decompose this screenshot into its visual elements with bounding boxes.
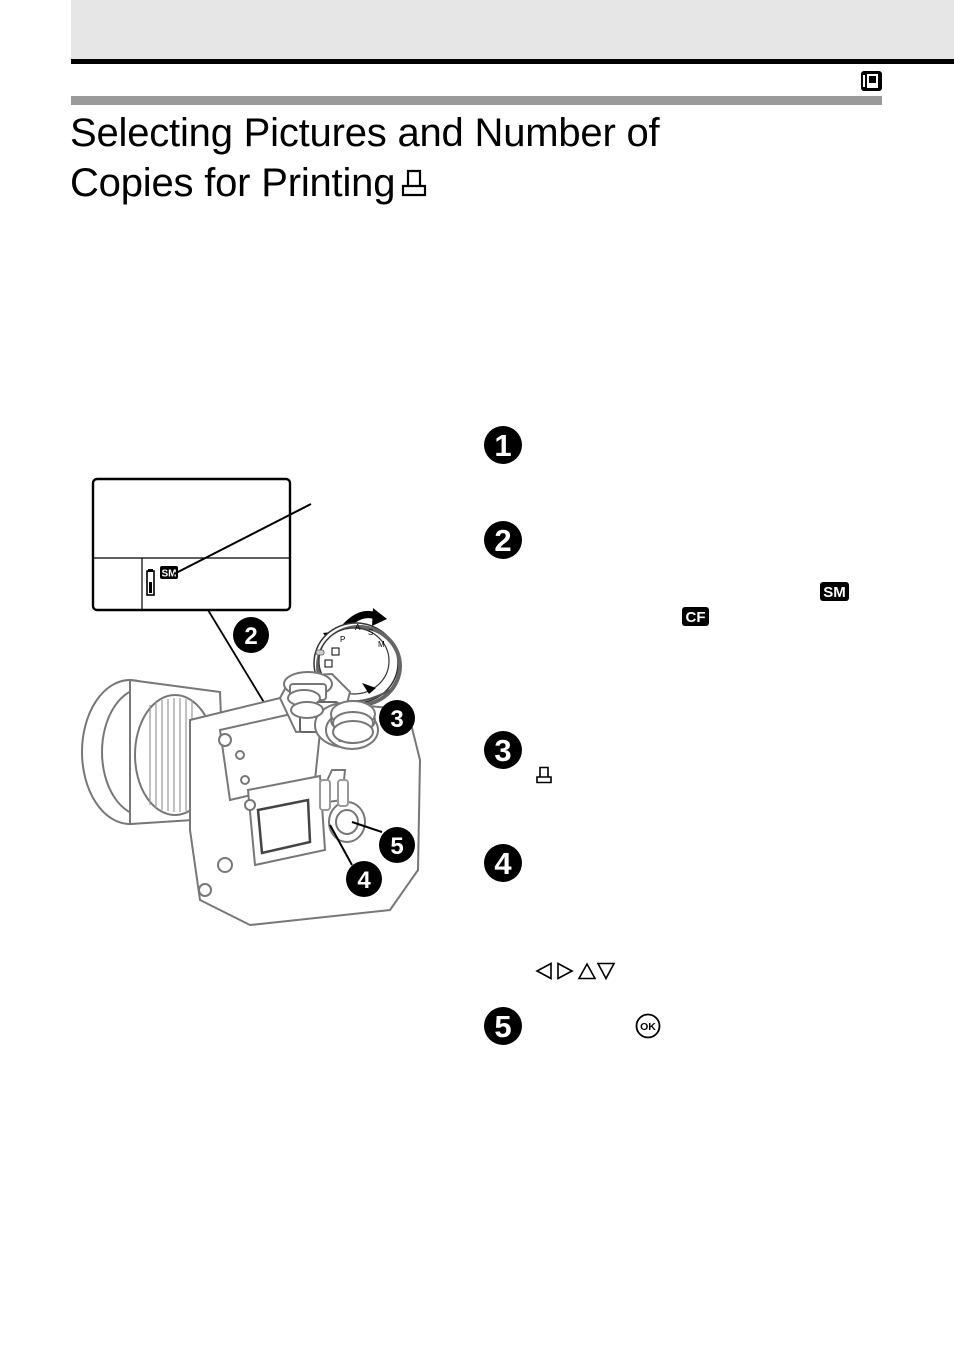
control-panel-inset: SM [91, 477, 312, 733]
compactflash-label: CF [686, 609, 706, 626]
mode-dial-p: P [340, 635, 345, 644]
svg-text:5: 5 [494, 1009, 511, 1044]
panel-smartmedia-icon: SM [160, 566, 178, 580]
print-icon [401, 160, 427, 210]
ok-label: OK [640, 1021, 656, 1033]
down-arrow-icon [596, 962, 616, 980]
callout-2: 2 [233, 617, 269, 653]
callout-3: 3 [379, 700, 415, 736]
mode-dial-s: S [368, 628, 373, 637]
title-line-2: Copies for Printing [70, 161, 396, 205]
step-3-icon: 3 [484, 731, 522, 769]
title-line-1: Selecting Pictures and Number of [70, 111, 660, 155]
print-icon-small [536, 766, 552, 784]
step-4-icon: 4 [484, 844, 522, 882]
title-rule [71, 96, 882, 105]
arrow-buttons-group [535, 962, 616, 980]
up-arrow-icon [577, 962, 597, 980]
svg-text:5: 5 [390, 833, 403, 860]
camera-dials [287, 689, 374, 744]
ok-button-icon: OK [635, 1013, 661, 1039]
step-1-icon: 1 [484, 426, 522, 464]
callout-line-media [173, 503, 312, 575]
step-2-icon: 2 [484, 521, 522, 559]
svg-text:2: 2 [244, 623, 257, 650]
compactflash-icon: CF [682, 607, 709, 626]
callout-4: 4 [329, 824, 382, 897]
step-5-icon: 5 [484, 1007, 522, 1045]
svg-text:3: 3 [494, 733, 511, 768]
svg-text:4: 4 [357, 867, 371, 894]
page-title: Selecting Pictures and Number of Copies … [70, 108, 830, 210]
header-band [71, 0, 954, 59]
mode-dial-m: M [378, 640, 385, 649]
svg-text:2: 2 [494, 523, 511, 558]
smartmedia-label: SM [823, 584, 846, 601]
svg-text:1: 1 [494, 428, 511, 463]
print-reserve-icon [861, 71, 882, 91]
svg-text:4: 4 [494, 846, 512, 881]
smartmedia-icon: SM [820, 582, 849, 601]
left-arrow-icon [535, 962, 552, 980]
right-arrow-icon [557, 962, 574, 980]
callout-5: 5 [351, 821, 415, 863]
mode-dial-a: A [355, 623, 361, 632]
camera-illustration: SM P A S M [81, 477, 422, 927]
svg-text:SM: SM [162, 569, 177, 580]
header-rule [71, 59, 954, 64]
svg-text:3: 3 [390, 706, 403, 733]
